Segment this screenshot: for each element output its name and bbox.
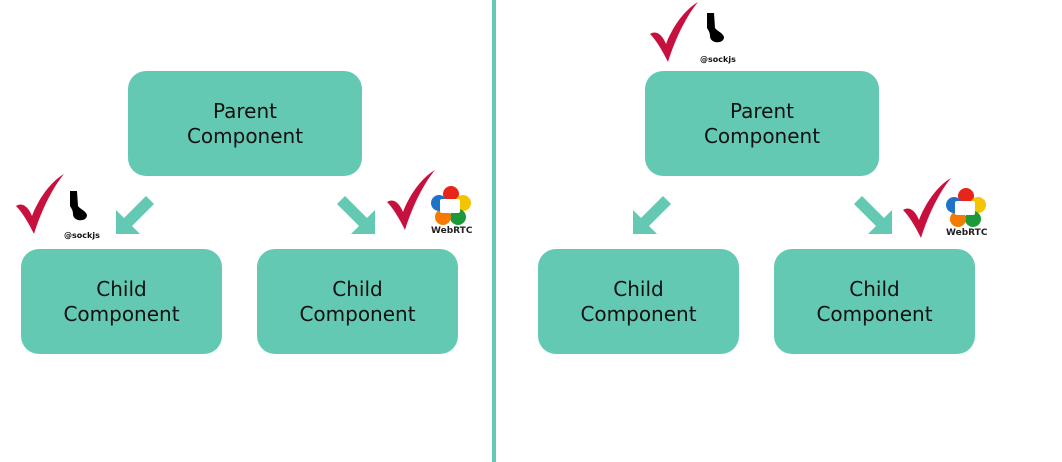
- right-parent-component: Parent Component: [645, 71, 879, 176]
- webrtc-label: WebRTC: [431, 226, 473, 236]
- right-child-component-2: Child Component: [774, 249, 975, 354]
- right-child1-line1: Child: [613, 276, 664, 301]
- left-child1-line2: Component: [63, 301, 180, 326]
- left-parent-component: Parent Component: [128, 71, 362, 176]
- webrtc-logo-icon: [946, 188, 986, 227]
- left-child-component-2: Child Component: [257, 249, 458, 354]
- check-mark-icon: [650, 2, 698, 62]
- webrtc-logo-icon: [431, 186, 471, 225]
- sockjs-logo-icon: [707, 13, 724, 43]
- sockjs-logo-icon: [70, 191, 87, 221]
- check-mark-icon: [387, 170, 435, 230]
- right-child2-line2: Component: [816, 301, 933, 326]
- right-parent-line2: Component: [703, 123, 821, 148]
- check-mark-icon: [16, 174, 64, 234]
- left-child1-line1: Child: [96, 276, 147, 301]
- right-child2-line1: Child: [849, 276, 900, 301]
- left-parent-line1: Parent: [212, 98, 278, 123]
- arrow-down-left-icon: [633, 196, 671, 234]
- check-mark-icon: [903, 178, 951, 238]
- right-child1-line2: Component: [580, 301, 697, 326]
- right-child-component-1: Child Component: [538, 249, 739, 354]
- arrow-down-left-icon: [116, 196, 154, 234]
- panel-divider: [492, 0, 496, 462]
- sockjs-label: @sockjs: [64, 231, 100, 240]
- webrtc-label: WebRTC: [946, 228, 988, 238]
- left-child2-line2: Component: [299, 301, 416, 326]
- left-child2-line1: Child: [332, 276, 383, 301]
- right-parent-line1: Parent: [729, 98, 795, 123]
- left-parent-line2: Component: [186, 123, 304, 148]
- sockjs-label: @sockjs: [700, 55, 736, 64]
- arrow-down-right-icon: [854, 196, 892, 234]
- arrow-down-right-icon: [337, 196, 375, 234]
- left-child-component-1: Child Component: [21, 249, 222, 354]
